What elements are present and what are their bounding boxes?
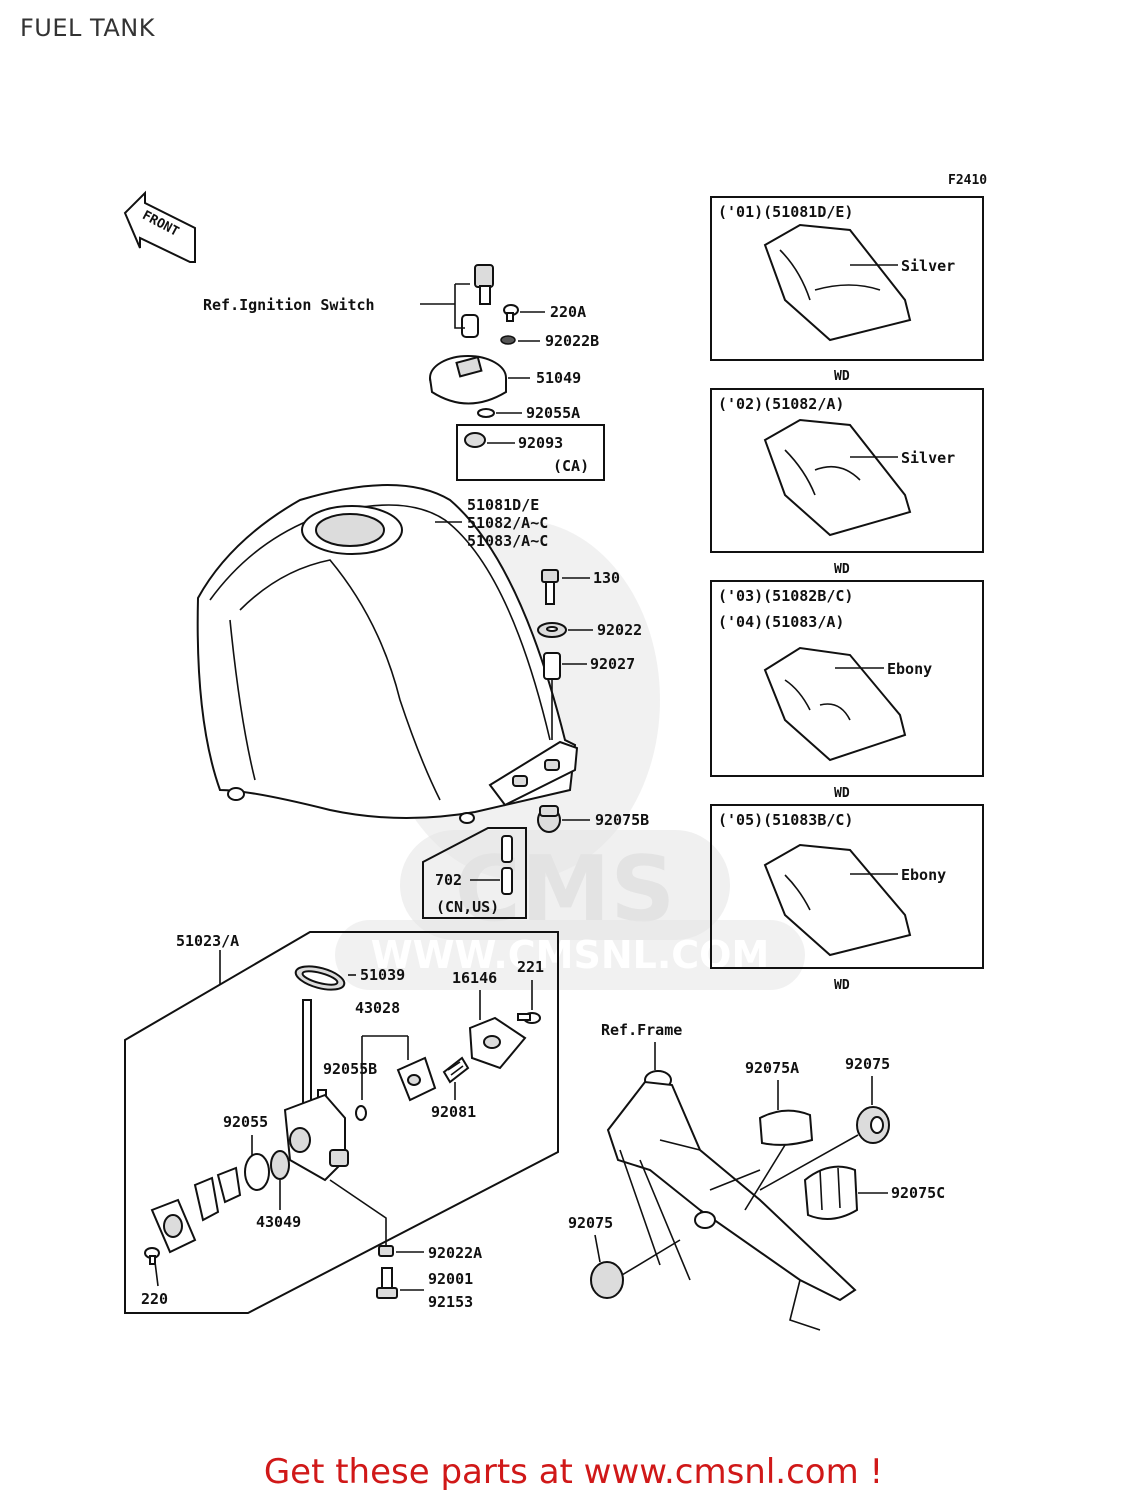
label-tank-51083AC: 51083/A~C — [467, 532, 548, 550]
label-tank-51082AC: 51082/A~C — [467, 514, 548, 532]
label-92055A: 92055A — [526, 404, 580, 422]
label-92075A: 92075A — [745, 1059, 799, 1077]
label-92081: 92081 — [431, 1103, 476, 1121]
variant-4-line1: ('05)(51083B/C) — [718, 811, 853, 829]
page-title: FUEL TANK — [20, 14, 155, 42]
gasket-51039 — [294, 965, 346, 991]
parts-diagram: CMS WWW.CMSNL.COM F2410 FRONT Ref.Igniti… — [123, 173, 987, 1331]
o-ring-92055B — [355, 1105, 367, 1121]
label-221: 221 — [517, 958, 544, 976]
label-92027: 92027 — [590, 655, 635, 673]
box-fuel-cock-51023A — [124, 931, 559, 1314]
nut-92093 — [464, 432, 486, 448]
screw-221 — [517, 1012, 541, 1024]
variant-3-code: WD — [834, 786, 850, 801]
label-cn-us: (CN,US) — [436, 898, 499, 916]
washer-92022 — [537, 622, 567, 638]
collar-92027 — [543, 652, 561, 680]
label-92075C: 92075C — [891, 1184, 945, 1202]
screw-220 — [144, 1247, 160, 1265]
variant-1-code: WD — [834, 369, 850, 384]
damper-92075B — [537, 805, 561, 833]
label-92075B: 92075B — [595, 811, 649, 829]
label-51049: 51049 — [536, 369, 581, 387]
label-92055B: 92055B — [323, 1060, 377, 1078]
variant-box-1 — [710, 196, 984, 361]
label-92055: 92055 — [223, 1113, 268, 1131]
o-ring-92055A — [477, 408, 495, 418]
variant-1-line1: ('01)(51081D/E) — [718, 203, 853, 221]
washer-92022A — [378, 1245, 394, 1257]
mount-plate — [150, 1198, 197, 1254]
label-130: 130 — [593, 569, 620, 587]
variant-1-color: Silver — [901, 257, 955, 275]
footer-link[interactable]: Get these parts at www.cmsnl.com ! — [263, 1452, 884, 1492]
label-ref-ignition-switch: Ref.Ignition Switch — [203, 296, 375, 314]
damper-92075A — [758, 1109, 814, 1146]
spring-92081 — [442, 1056, 470, 1084]
fuel-cap-51049 — [429, 355, 507, 405]
label-92022A: 92022A — [428, 1244, 482, 1262]
damper-92075-right — [856, 1106, 890, 1144]
label-220A: 220A — [550, 303, 586, 321]
label-702: 702 — [435, 871, 462, 889]
o-ring-92055 — [244, 1153, 270, 1191]
front-arrow-icon: FRONT — [123, 190, 196, 263]
variant-4-code: WD — [834, 978, 850, 993]
label-43028: 43028 — [355, 999, 400, 1017]
variant-2-code: WD — [834, 562, 850, 577]
damper-92075C — [803, 1165, 859, 1220]
label-92022: 92022 — [597, 621, 642, 639]
fuel-tank — [196, 484, 579, 824]
bolt-92001 — [376, 1267, 398, 1299]
label-ref-frame: Ref.Frame — [601, 1021, 682, 1039]
label-16146: 16146 — [452, 969, 497, 987]
label-51023A: 51023/A — [176, 932, 239, 950]
filter-43049 — [270, 1150, 290, 1180]
variant-box-3 — [710, 580, 984, 777]
bolt-130 — [541, 569, 559, 605]
label-tank-51081DE: 51081D/E — [467, 496, 539, 514]
label-ca: (CA) — [553, 457, 589, 475]
variant-box-2 — [710, 388, 984, 553]
bracket-plate — [216, 1166, 242, 1204]
label-92022B: 92022B — [545, 332, 599, 350]
gasket-plate — [193, 1176, 220, 1222]
variant-box-4 — [710, 804, 984, 969]
label-92001: 92001 — [428, 1270, 473, 1288]
variant-3-line2: ('04)(51083/A) — [718, 613, 844, 631]
variant-2-line1: ('02)(51082/A) — [718, 395, 844, 413]
label-51039: 51039 — [360, 966, 405, 984]
box-92093 — [456, 424, 605, 481]
label-43049: 43049 — [256, 1213, 301, 1231]
variant-2-color: Silver — [901, 449, 955, 467]
screw-220A — [503, 304, 519, 322]
figure-code: F2410 — [948, 173, 987, 188]
label-220: 220 — [141, 1290, 168, 1308]
label-92075-right: 92075 — [845, 1055, 890, 1073]
cover-16146 — [468, 1016, 527, 1070]
watermark-url: WWW.CMSNL.COM — [371, 933, 770, 977]
frame — [606, 1070, 857, 1331]
variant-4-color: Ebony — [901, 866, 946, 884]
damper-92075-left — [590, 1261, 624, 1299]
variant-3-line1: ('03)(51082B/C) — [718, 587, 853, 605]
washer-92022B — [500, 335, 516, 345]
fuel-cock-body — [283, 999, 349, 1182]
label-92093: 92093 — [518, 434, 563, 452]
label-92075-left: 92075 — [568, 1214, 613, 1232]
diaphragm-43028 — [396, 1056, 437, 1102]
label-92153: 92153 — [428, 1293, 473, 1311]
variant-3-color: Ebony — [887, 660, 932, 678]
box-702 — [422, 827, 527, 919]
ignition-switch-key — [461, 264, 494, 338]
